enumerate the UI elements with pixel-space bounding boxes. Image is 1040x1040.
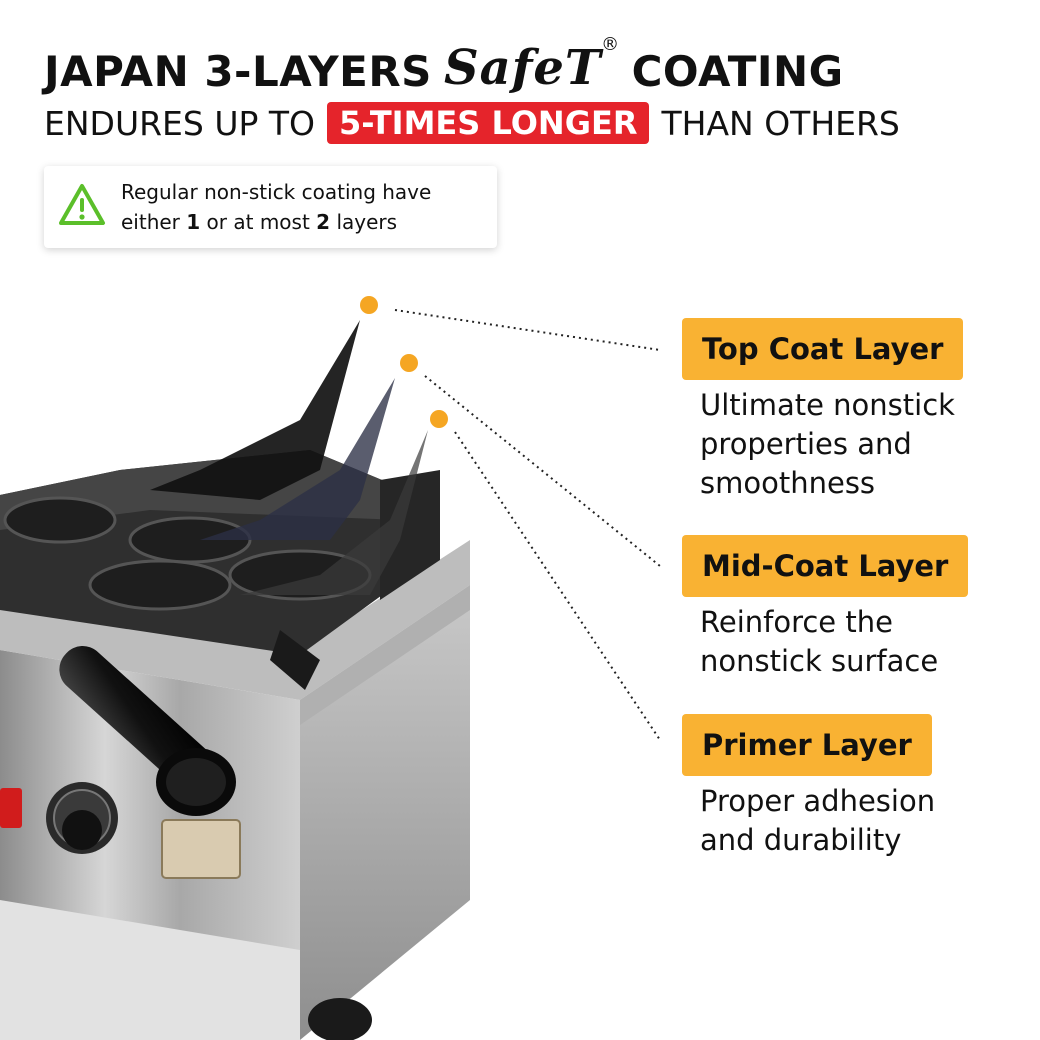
highlight-badge: 5-TIMES LONGER [327,102,650,144]
primer-leader [454,431,661,741]
warning-suffix: layers [336,210,398,234]
warning-note: Regular non-stick coating have either 1 … [44,166,497,248]
warning-prefix: either [121,210,180,234]
mid-coat-description: Reinforce the nonstick surface [700,605,939,678]
brand-name: SafeT [443,40,602,96]
subheadline-after: THAN OTHERS [661,103,900,143]
registered-mark: ® [601,34,620,55]
temperature-dial-knob [62,810,102,850]
mid-coat-label: Mid-Coat Layer [682,535,969,597]
mid-coat-sheet [200,378,395,540]
machine-side-panel [300,585,470,1040]
warning-num-1: 1 [186,210,201,234]
primer-marker [430,410,448,428]
top-coat-leader [394,309,661,351]
warning-num-2: 2 [316,210,331,234]
warning-triangle-icon [59,184,105,225]
headline: JAPAN 3-LAYERS SafeT ® COATING [44,26,844,96]
warning-line-2: either 1 or at most 2 layers [121,207,491,237]
top-coat-sheet [150,320,360,500]
warning-line-1: Regular non-stick coating have [121,180,432,204]
headline-part1: JAPAN 3-LAYERS [44,47,432,96]
primer-sheet [240,430,428,595]
label-plate [161,819,241,879]
subheadline: ENDURES UP TO 5-TIMES LONGER THAN OTHERS [44,96,900,150]
subheadline-before: ENDURES UP TO [44,103,315,143]
top-coat-description: Ultimate nonstick properties and smoothn… [700,388,955,500]
warning-mid: or at most [206,210,310,234]
mid-coat-leader [424,375,661,567]
primer-description: Proper adhesion and durability [700,784,936,857]
machine-foot [308,998,372,1040]
warning-text: Regular non-stick coating have either 1 … [121,177,491,237]
headline-part2: COATING [631,47,844,96]
power-switch [0,788,22,828]
mid-coat-marker [400,354,418,372]
brand-wordmark: SafeT ® [443,34,619,96]
primer-label: Primer Layer [682,714,932,776]
top-coat-marker [360,296,378,314]
top-coat-label: Top Coat Layer [682,318,964,380]
